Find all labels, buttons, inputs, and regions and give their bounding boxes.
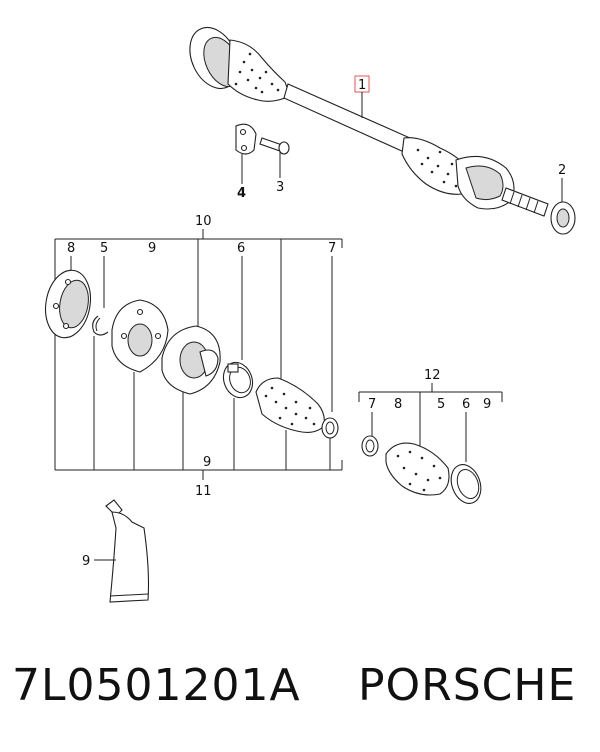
- callout-2: 2: [558, 163, 566, 178]
- callout-11: 11: [195, 484, 212, 499]
- group12-clamp-band: [450, 464, 482, 504]
- plate-part: [235, 123, 257, 155]
- nut-part: [550, 201, 576, 235]
- callout-3: 3: [276, 180, 284, 195]
- cv-joint-part: [161, 325, 221, 395]
- part-number-label: 7L0501201A: [12, 660, 301, 711]
- brand-label: PORSCHE: [358, 660, 577, 711]
- grease-tube-part: [105, 499, 150, 603]
- clamp-band-part: [222, 361, 254, 399]
- group10-callout-9: 9: [148, 241, 156, 256]
- outer-race-part: [111, 299, 169, 373]
- circlip-part: [92, 315, 109, 336]
- group12-callout-7: 7: [368, 397, 376, 412]
- group12-callout-9: 9: [483, 397, 491, 412]
- flange-part: [44, 269, 92, 339]
- group10-callout-7: 7: [328, 241, 336, 256]
- group10-callout-5: 5: [100, 241, 108, 256]
- group10-callout-6: 6: [237, 241, 245, 256]
- group12-boot: [385, 442, 450, 496]
- group12-small-clamp: [361, 435, 379, 457]
- exploded-parts-diagram: 1 2 3 4 10 8 5 9 6 7: [44, 26, 576, 603]
- drive-shaft-assembly: [189, 26, 549, 217]
- bolt-part: [259, 137, 290, 155]
- group12-callout-5: 5: [437, 397, 445, 412]
- callout-4: 4: [237, 186, 246, 201]
- group11-callout-9: 9: [203, 455, 211, 470]
- callout-1: 1: [358, 78, 366, 93]
- small-clamp-part: [321, 417, 339, 439]
- group12-callout-8: 8: [394, 397, 402, 412]
- callout-10: 10: [195, 214, 212, 229]
- callout-12: 12: [424, 368, 441, 383]
- group10-callout-8: 8: [67, 241, 75, 256]
- boot-part: [255, 377, 325, 433]
- group12-callout-6: 6: [462, 397, 470, 412]
- tube-callout-9: 9: [82, 554, 90, 569]
